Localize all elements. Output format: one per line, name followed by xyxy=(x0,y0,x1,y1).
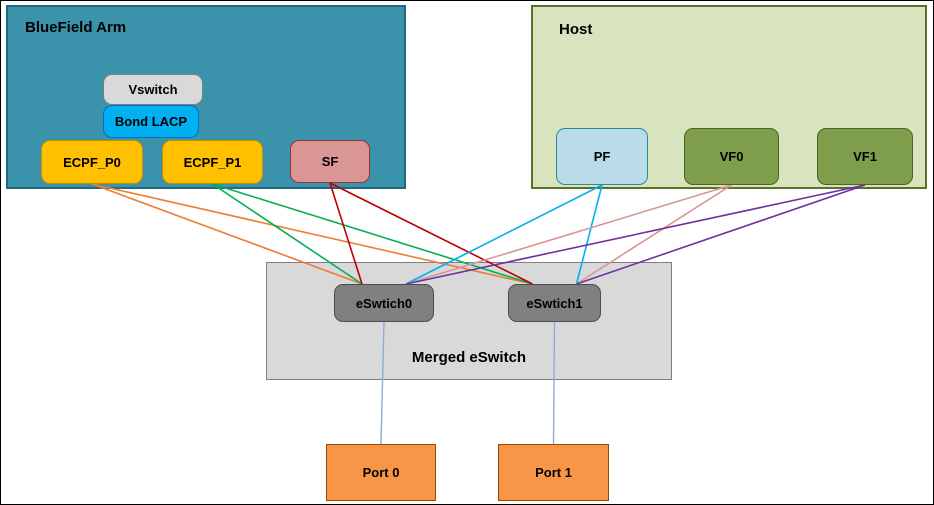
eswitch0-node: eSwtich0 xyxy=(334,284,434,322)
port0-node: Port 0 xyxy=(326,444,436,501)
vf1-node: VF1 xyxy=(817,128,913,185)
pf-node: PF xyxy=(556,128,648,185)
bluefield-arm-title: BlueField Arm xyxy=(25,19,127,36)
host-title: Host xyxy=(559,21,593,38)
ecpf-p1-node: ECPF_P1 xyxy=(162,140,263,184)
sf-node: SF xyxy=(290,140,370,183)
bond-lacp-node: Bond LACP xyxy=(103,105,199,138)
vf0-node: VF0 xyxy=(684,128,779,185)
ecpf-p0-node: ECPF_P0 xyxy=(41,140,143,184)
port1-node: Port 1 xyxy=(498,444,609,501)
merged-eswitch-label: Merged eSwitch xyxy=(411,349,527,366)
vswitch-node: Vswitch xyxy=(103,74,203,105)
eswitch1-node: eSwtich1 xyxy=(508,284,601,322)
